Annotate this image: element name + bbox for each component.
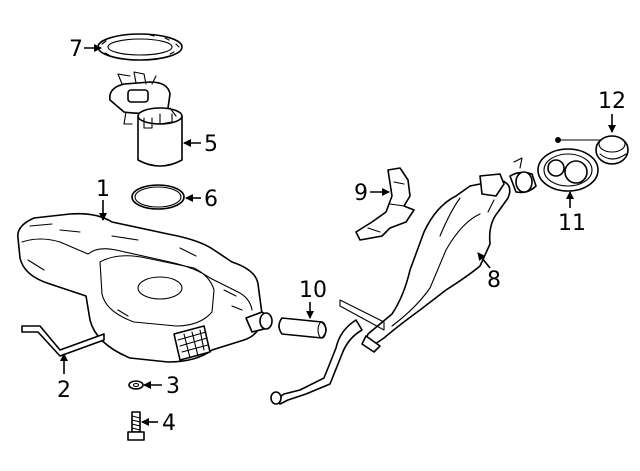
callout-5: 5: [183, 132, 218, 157]
washer-part: [128, 380, 144, 390]
callout-label-11: 11: [558, 211, 586, 236]
callout-8: 8: [477, 252, 501, 293]
callout-label-3: 3: [166, 374, 180, 399]
callout-1: 1: [96, 177, 110, 221]
callout-label-12: 12: [598, 89, 626, 114]
bracket-part: [355, 167, 415, 241]
callout-label-9: 9: [354, 181, 368, 206]
hose-part: [278, 317, 327, 339]
fuel-cap-part: [555, 135, 629, 165]
callout-4: 4: [141, 411, 176, 436]
callout-9: 9: [354, 181, 390, 206]
lock-ring-part: [97, 33, 183, 61]
strap-part: [21, 325, 105, 357]
callout-6: 6: [185, 187, 218, 212]
callout-7: 7: [69, 37, 102, 62]
callout-label-6: 6: [204, 187, 218, 212]
fuel-tank-part: [17, 212, 273, 363]
callout-label-7: 7: [69, 37, 83, 62]
fuel-pump-part: [108, 71, 183, 167]
callout-label-8: 8: [487, 268, 501, 293]
callout-11: 11: [558, 191, 586, 236]
callout-label-2: 2: [57, 378, 71, 403]
callout-10: 10: [299, 278, 327, 319]
callout-label-10: 10: [299, 278, 327, 303]
callout-label-4: 4: [162, 411, 176, 436]
filler-housing-gasket-part: [537, 148, 599, 192]
callout-label-5: 5: [204, 132, 218, 157]
callout-12: 12: [598, 89, 626, 133]
bolt-part: [127, 411, 145, 441]
gasket-part: [131, 184, 185, 210]
callout-3: 3: [143, 374, 180, 399]
filler-pipe-part: [270, 157, 537, 405]
callout-label-1: 1: [96, 177, 110, 202]
callout-2: 2: [57, 353, 71, 403]
